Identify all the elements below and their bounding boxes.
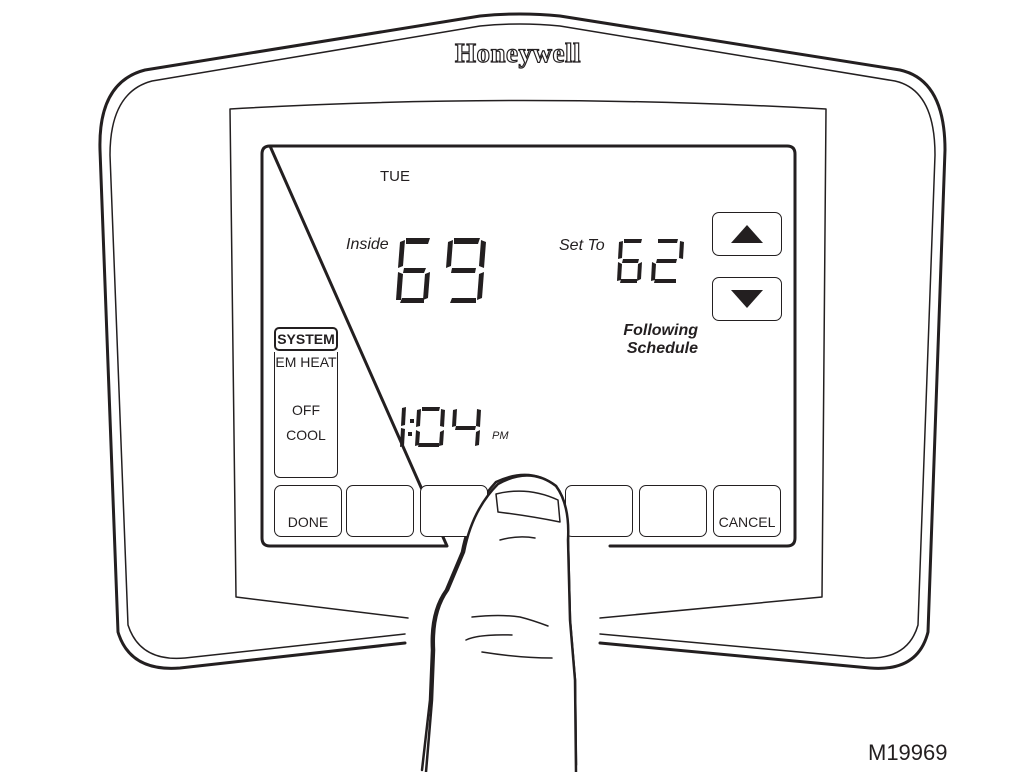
schedule-status-line2: Schedule [626, 340, 698, 357]
system-option-em-heat[interactable]: EM HEAT [275, 354, 337, 370]
setto-label: Set To [559, 237, 605, 254]
system-options-panel: EM HEAT OFF COOL [274, 352, 338, 478]
cancel-button[interactable]: CANCEL [713, 485, 781, 537]
schedule-status: Following Schedule [598, 322, 698, 358]
softkey-6[interactable] [639, 485, 707, 537]
temp-up-button[interactable] [712, 212, 782, 256]
softkey-2[interactable] [346, 485, 414, 537]
clock-display: 1:04 [400, 407, 481, 447]
schedule-status-line1: Following [623, 322, 698, 339]
brand-logo: Honeywell [454, 37, 581, 68]
day-indicator: TUE [380, 168, 410, 185]
inside-label: Inside [346, 236, 389, 253]
setpoint-display: 62 [617, 239, 684, 283]
system-button[interactable]: SYSTEM [274, 327, 338, 351]
figure-id: M19969 [868, 740, 948, 765]
done-button[interactable]: DONE [274, 485, 342, 537]
inside-temp-display: 69 [396, 238, 486, 303]
triangle-down-icon [731, 290, 763, 308]
system-option-off[interactable]: OFF [292, 402, 320, 418]
system-option-cool[interactable]: COOL [286, 427, 326, 443]
ampm-indicator: PM [492, 430, 509, 442]
temp-down-button[interactable] [712, 277, 782, 321]
triangle-up-icon [731, 225, 763, 243]
